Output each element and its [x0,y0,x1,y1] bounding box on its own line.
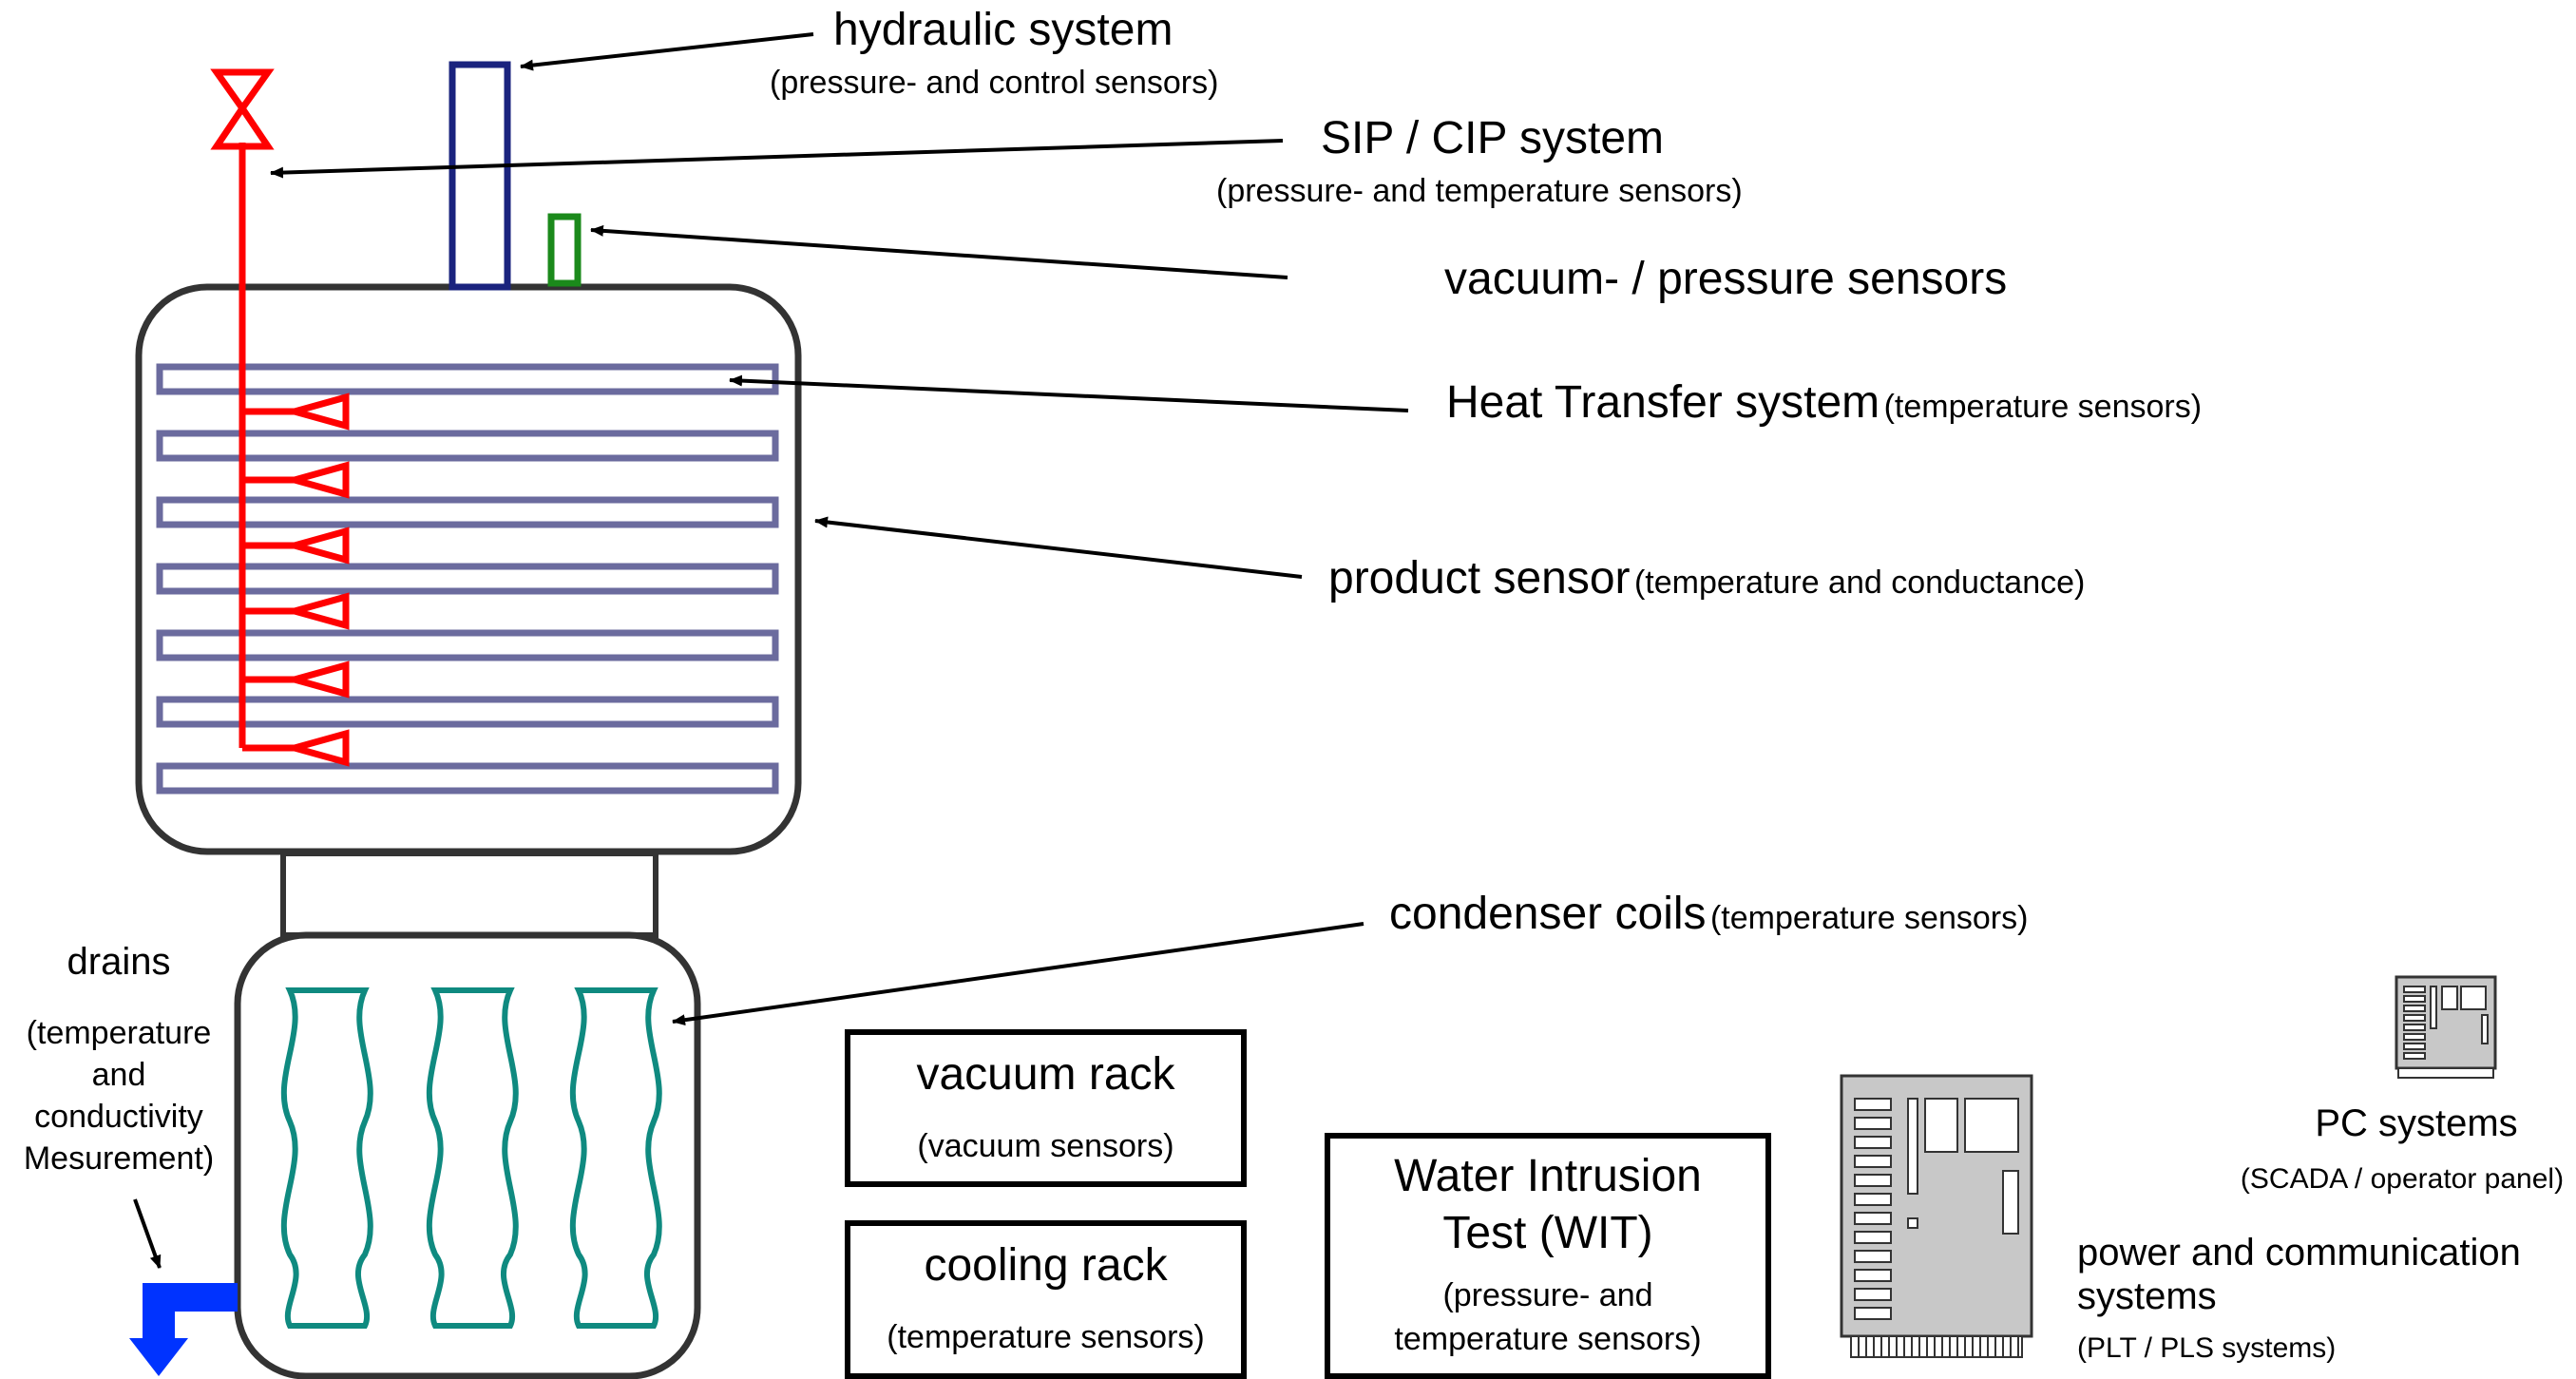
wit-sub-1: (pressure- and [1442,1277,1653,1313]
vacuum-pressure-sensor [547,213,582,287]
shelves [156,363,779,795]
sip-cip-title: SIP / CIP system [1321,113,1665,163]
wit-title-2: Test (WIT) [1442,1208,1653,1258]
cooling-rack-subtitle: (temperature sensors) [887,1319,1205,1355]
arrow-sip [270,139,1284,179]
hydraulic-system-subtitle: (pressure- and control sensors) [770,65,1219,101]
arrow-heat-transfer [729,374,1409,412]
sip-cip-subtitle: (pressure- and temperature sensors) [1216,173,1743,209]
shelf [156,696,779,728]
pc-systems-subtitle: (SCADA / operator panel) [2240,1163,2565,1195]
wit-box: Water Intrusion Test (WIT) (pressure- an… [1325,1133,1771,1379]
annotation-arrows [133,32,1409,1269]
drains-sub-1: (temperature [26,1015,212,1051]
chamber-connector [280,851,658,938]
power-comm-subtitle: (PLT / PLS systems) [2077,1332,2337,1364]
power-comm-title-2: systems [2077,1275,2217,1317]
vacuum-rack-title: vacuum rack [916,1049,1175,1100]
wit-title-1: Water Intrusion [1394,1151,1702,1201]
hydraulic-cylinder [448,61,511,291]
drains-title: drains [67,941,171,983]
condenser-chamber [234,931,701,1379]
vacuum-pressure-label: vacuum- / pressure sensors [1444,254,2008,304]
arrow-drains [133,1198,162,1269]
condenser-coils-title: condenser coils [1389,889,1707,939]
cooling-rack-box: cooling rack (temperature sensors) [845,1220,1247,1379]
vacuum-rack-box: vacuum rack (vacuum sensors) [845,1029,1247,1187]
condenser-coils [280,987,662,1329]
condenser-coils-label: condenser coils (temperature sensors) [1389,891,2028,937]
product-sensor-title: product sensor [1328,553,1631,603]
shelf [156,363,779,395]
drains-sub-4: Mesurement) [23,1140,215,1177]
shelf [156,430,779,462]
drain-arrow-icon [129,1283,238,1376]
wit-sub-2: temperature sensors) [1394,1321,1702,1357]
shelf [156,762,779,795]
power-comm-title-1: power and communication [2077,1232,2521,1274]
heat-transfer-subtitle: (temperature sensors) [1883,389,2203,425]
arrow-hydraulic [520,32,814,71]
product-sensor-label: product sensor (temperature and conducta… [1328,556,2085,602]
sip-cip-piping [239,143,350,767]
drains-sub-3: conductivity [34,1099,203,1135]
hydraulic-system-title: hydraulic system [833,5,1174,55]
drains-sub-2: and [91,1057,146,1093]
shelf [156,563,779,595]
arrow-vacuum-pressure [590,224,1288,279]
shelf [156,629,779,661]
arrow-condenser [672,922,1364,1026]
pc-systems-title: PC systems [2315,1102,2518,1144]
valve-icon [210,68,275,150]
product-sensor-subtitle: (temperature and conductance) [1633,565,2086,601]
server-cabinet-icon [1840,1074,2033,1358]
vacuum-rack-subtitle: (vacuum sensors) [917,1128,1174,1164]
pc-icon [2395,975,2497,1079]
cooling-rack-title: cooling rack [924,1240,1168,1291]
shelf [156,496,779,528]
heat-transfer-title: Heat Transfer system [1446,377,1880,428]
arrow-product [814,516,1303,579]
heat-transfer-label: Heat Transfer system (temperature sensor… [1446,380,2202,426]
condenser-coils-subtitle: (temperature sensors) [1709,900,2029,936]
